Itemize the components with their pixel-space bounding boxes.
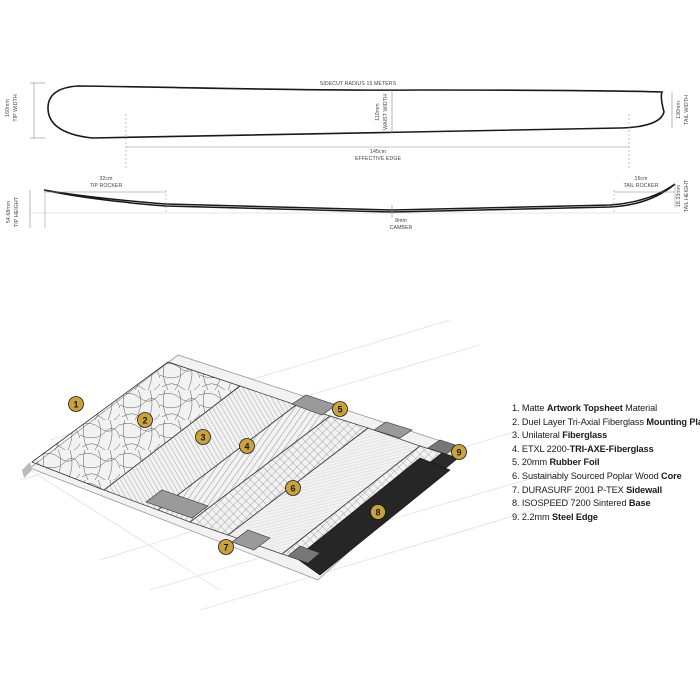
svg-text:9: 9	[456, 448, 461, 458]
tail-width-value: 130mm	[676, 101, 682, 119]
legend-item: 9. 2.2mm Steel Edge	[512, 511, 598, 522]
camber-label: CAMBER	[390, 225, 413, 231]
ski-profile-outline	[43, 183, 676, 213]
badge-8: 8	[370, 504, 386, 520]
legend-item: 5. 20mm Rubber Foil	[512, 457, 600, 468]
badge-3: 3	[195, 429, 211, 445]
legend-item: 1. Matte Artwork Topsheet Material	[512, 403, 658, 413]
badge-5: 5	[332, 401, 348, 417]
waist-width-value: 110mm	[375, 103, 381, 120]
legend-item: 3. Unilateral Fiberglass	[512, 430, 608, 441]
tail-height-value: 18.33mm	[676, 185, 682, 207]
layer-legend: 1. Matte Artwork Topsheet Material 2. Du…	[512, 402, 700, 524]
badge-1: 1	[68, 396, 84, 412]
svg-text:1: 1	[73, 400, 78, 410]
badge-2: 2	[137, 412, 153, 428]
effective-edge-label: EFFECTIVE EDGE	[355, 156, 402, 162]
ski-plan-outline	[47, 85, 665, 139]
tip-rocker-label: TIP ROCKER	[90, 183, 123, 189]
legend-item: 2. Duel Layer Tri-Axial Fiberglass Mount…	[512, 416, 700, 427]
legend-item: 6. Sustainably Sourced Poplar Wood Core	[512, 470, 682, 481]
svg-text:8: 8	[375, 508, 380, 518]
svg-text:6: 6	[290, 484, 295, 494]
badge-9: 9	[451, 444, 467, 460]
tip-height-label: TIP HEIGHT	[14, 196, 20, 227]
badge-6: 6	[285, 480, 301, 496]
legend-item: 4. ETXL 2200-TRI-AXE-Fiberglass	[512, 443, 654, 454]
svg-text:7: 7	[223, 543, 228, 553]
tail-height-label: TAIL HEIGHT	[684, 179, 690, 212]
camber-value: 8mm	[395, 218, 407, 224]
tip-width-value: 160mm	[5, 99, 11, 117]
svg-text:3: 3	[200, 433, 205, 443]
svg-text:4: 4	[244, 442, 249, 452]
sidecut-label: SIDECUT RADIUS 15 METERS	[320, 81, 397, 87]
edge-block-left	[287, 545, 321, 564]
svg-text:2: 2	[142, 416, 147, 426]
waist-width-label: WAIST WIDTH	[383, 94, 389, 130]
badge-7: 7	[218, 539, 234, 555]
tail-rocker-label: TAIL ROCKER	[623, 183, 658, 189]
tail-rocker-value: 15cm	[634, 176, 647, 182]
tip-height-value: 54.68mm	[6, 201, 12, 223]
edge-strip	[22, 462, 32, 478]
tip-rocker-value: 32cm	[99, 176, 112, 182]
legend-item: 7. DURASURF 2001 P-TEX Sidewall	[512, 484, 663, 495]
effective-edge-value: 145cm	[370, 149, 386, 155]
tail-width-label: TAIL WIDTH	[684, 95, 690, 125]
plate-block-left	[145, 489, 209, 519]
svg-text:5: 5	[337, 405, 342, 415]
badge-4: 4	[239, 438, 255, 454]
tip-width-label: TIP WIDTH	[13, 94, 19, 121]
legend-item: 8. ISOSPEED 7200 Sintered Base	[512, 498, 651, 509]
ski-dimension-diagram: 160mm TIP WIDTH 110mm WAIST WIDTH 130mm …	[5, 81, 690, 231]
layer-construction-diagram: 1 2 3 4 5 6 7 8 9	[19, 319, 601, 611]
sidewall-block-left	[231, 529, 271, 551]
sidewall-block-right	[373, 421, 413, 439]
